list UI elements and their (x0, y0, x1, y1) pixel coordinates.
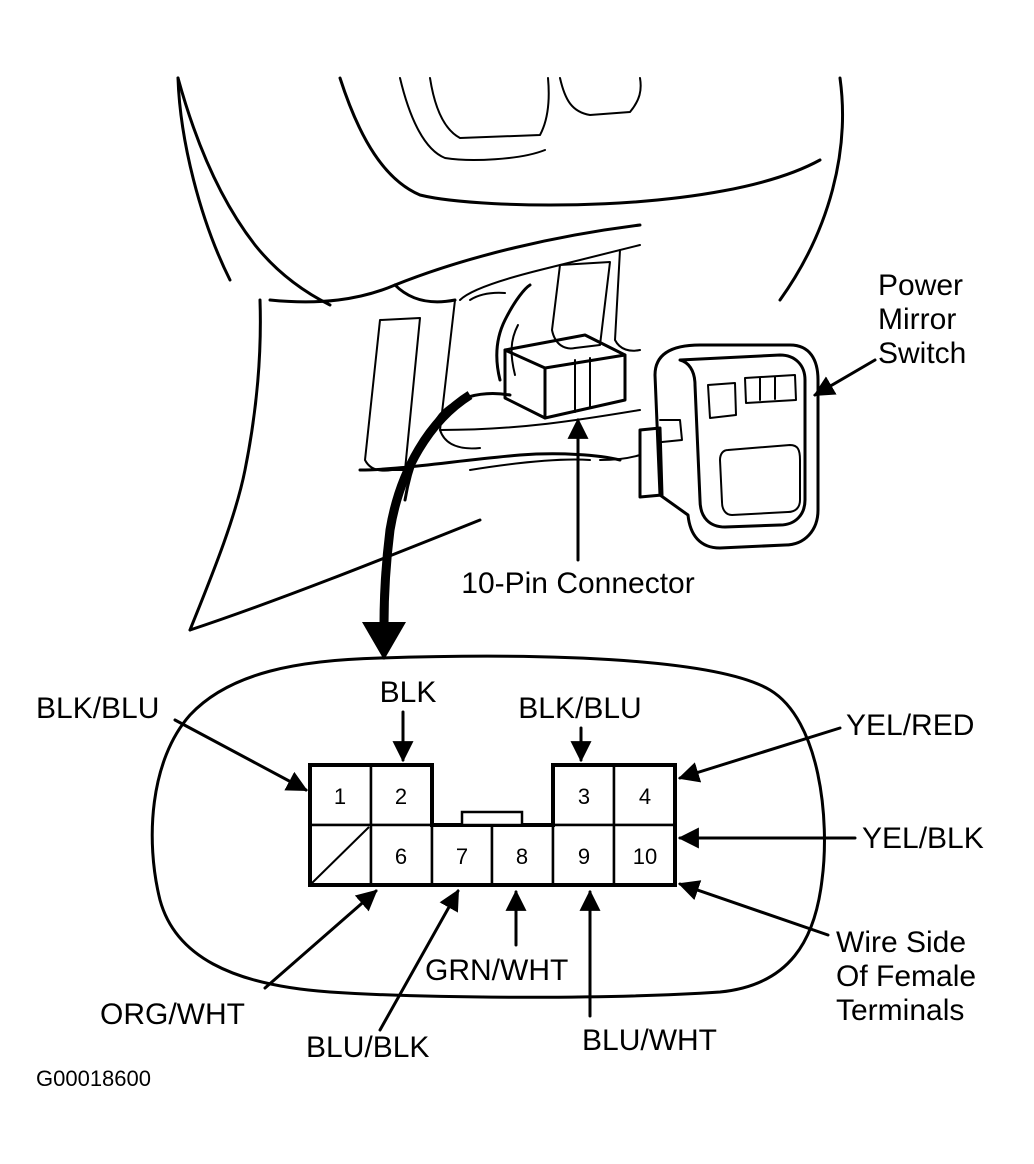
detail-outline (150, 654, 826, 999)
mirror-label-line1: Power (878, 269, 963, 302)
wire-side-line3: Terminals (836, 994, 964, 1027)
leader-wire-side (678, 880, 830, 937)
connector-plug (503, 333, 627, 420)
leader-pin7 (378, 889, 460, 1032)
pin-4-number: 4 (639, 784, 651, 809)
pin-1-number: 1 (334, 784, 346, 809)
pin-6-number: 6 (395, 844, 407, 869)
wire-label-pin10: YEL/BLK (862, 822, 984, 855)
dashboard-illustration (176, 76, 844, 632)
pin-7-number: 7 (456, 844, 468, 869)
pin-10-number: 10 (633, 844, 657, 869)
pin-9-number: 9 (578, 844, 590, 869)
wire-side-line2: Of Female (836, 960, 976, 993)
connector-label: 10-Pin Connector (461, 567, 694, 600)
mirror-label-line3: Switch (878, 337, 966, 370)
wire-label-pin3: BLK/BLU (518, 692, 641, 725)
wire-label-pin6: ORG/WHT (100, 998, 245, 1031)
mirror-label-line2: Mirror (878, 303, 956, 336)
pin-2-number: 2 (395, 784, 407, 809)
leader-pin6 (263, 889, 378, 990)
wire-label-pin8: GRN/WHT (425, 954, 568, 987)
leader-pin1 (173, 718, 308, 792)
figure-code: G00018600 (36, 1066, 151, 1091)
connector-face (308, 763, 677, 887)
wire-label-pin7: BLU/BLK (306, 1031, 429, 1064)
leader-pin4 (677, 726, 842, 783)
pin-3-number: 3 (578, 784, 590, 809)
pin-8-number: 8 (516, 844, 528, 869)
mirror-switch-pointer (813, 358, 877, 397)
wire-label-pin2: BLK (380, 676, 437, 709)
wire-label-pin4: YEL/RED (846, 709, 974, 742)
detail-arrow (362, 391, 473, 660)
wire-side-line1: Wire Side (836, 926, 966, 959)
wire-label-pin9: BLU/WHT (582, 1024, 717, 1057)
power-mirror-switch (599, 343, 820, 550)
wire-label-pin1: BLK/BLU (36, 692, 159, 725)
